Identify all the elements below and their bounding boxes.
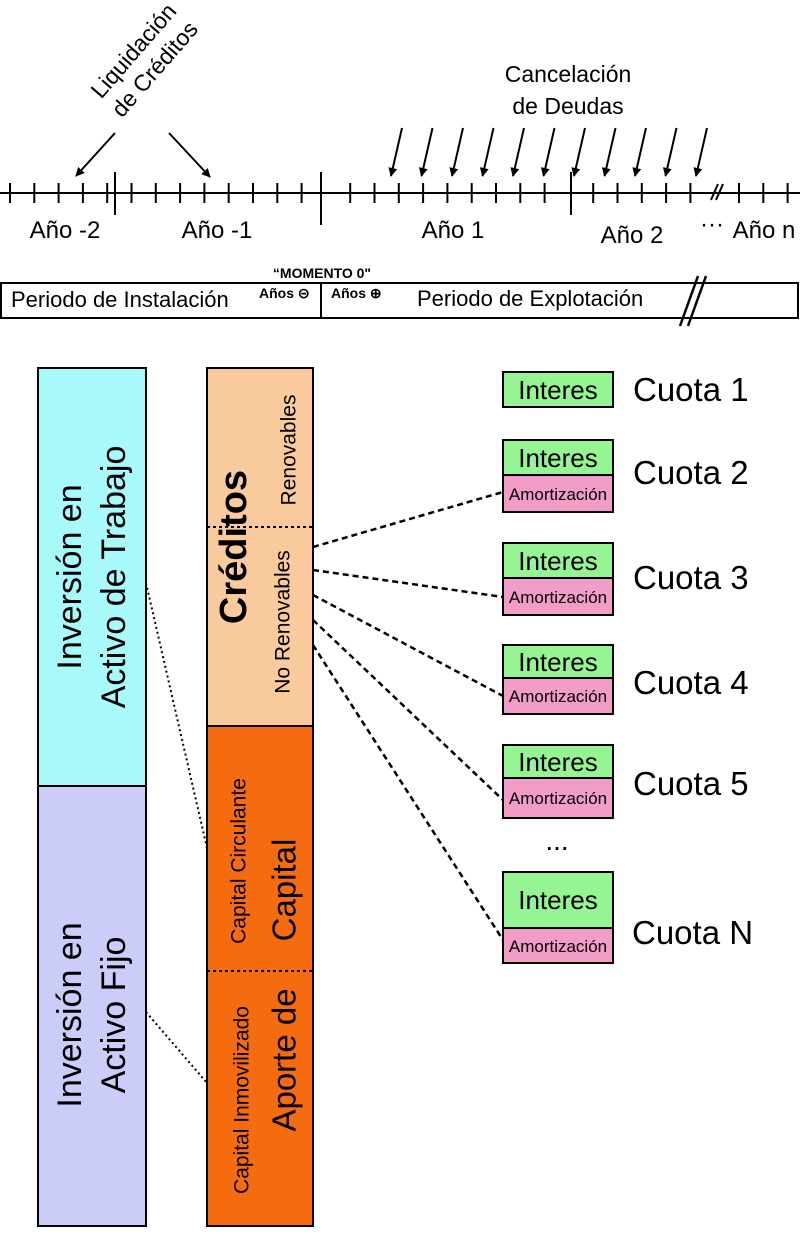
cancelacion-arrow — [693, 127, 708, 177]
cancelacion-arrow — [632, 127, 647, 177]
year-label: Año 1 — [422, 217, 485, 244]
interes-box — [502, 744, 614, 779]
cancelacion-arrow — [662, 127, 678, 177]
aporte-capital-block — [206, 725, 314, 1227]
connector-fijo — [145, 1011, 208, 1084]
year-label: Año -2 — [30, 217, 101, 244]
connector-trabajo — [145, 582, 208, 849]
arrow — [168, 132, 211, 178]
timeline: Año -2 Año -1 Año 1 Año 2 ··· Año n Liqu… — [0, 0, 800, 249]
cuota-label: Cuota 4 — [633, 664, 749, 701]
cancelacion-arrow — [510, 127, 525, 177]
cancelacion-arrow — [449, 127, 464, 177]
interes-label: Interes — [518, 443, 598, 473]
axis-break-mark — [710, 183, 719, 201]
amortizacion-box — [502, 474, 614, 513]
svg-text:Aporte de: Aporte de — [266, 988, 303, 1131]
cuota-n: Interes Amortización Cuota N — [502, 871, 753, 964]
period-break-mark — [678, 275, 700, 327]
amortizacion-label: Amortización — [509, 687, 607, 706]
creditos-block — [206, 367, 314, 727]
no-renovables-label: No Renovables — [272, 550, 295, 694]
cancelacion-arrow — [571, 127, 586, 177]
cuotas-ellipsis: ... — [545, 825, 568, 856]
timeline-ticks — [9, 183, 789, 203]
interes-box — [502, 371, 614, 408]
amortizacion-box — [502, 677, 614, 715]
interes-label: Interes — [518, 375, 598, 405]
year-label: Año n — [733, 217, 796, 244]
svg-text:Inversión en: Inversión en — [51, 922, 89, 1107]
liquidacion-label: Liquidación de Créditos — [85, 0, 203, 122]
activo-fijo-block — [37, 785, 147, 1227]
amortizacion-label: Amortización — [509, 937, 607, 956]
activo-trabajo-label: Inversión en Activo de Trabajo — [51, 446, 133, 709]
interes-label: Interes — [518, 747, 598, 777]
cancelacion-label: Cancelación — [505, 61, 632, 87]
cuota-4: Interes Amortización Cuota 4 — [502, 644, 749, 715]
cuota-5: Interes Amortización Cuota 5 — [502, 744, 749, 819]
aporte-capital-label: Aporte de Capital — [266, 839, 303, 1132]
creditos-title: Créditos — [213, 470, 255, 624]
momento-label: “MOMENTO 0" — [273, 265, 371, 281]
cancelacion-arrow — [601, 127, 617, 177]
amortizacion-box — [502, 927, 614, 964]
svg-text:Inversión en: Inversión en — [51, 484, 89, 669]
cuota-2: Interes Amortización Cuota 2 — [502, 439, 749, 513]
axis-break-mark — [715, 183, 724, 201]
periodo-instalacion: Periodo de Instalación — [11, 287, 229, 312]
arrow — [75, 132, 116, 177]
periodo-explotacion: Periodo de Explotación — [417, 286, 643, 311]
cancelacion-arrow — [418, 127, 434, 177]
cancelacion-arrow — [388, 127, 403, 177]
cuota-3: Interes Amortización Cuota 3 — [502, 542, 749, 616]
year-label: Año 2 — [601, 222, 664, 249]
interes-label: Interes — [518, 885, 598, 915]
year-label: Año -1 — [182, 217, 253, 244]
interes-box — [502, 644, 614, 679]
inversion-bar: Inversión en Activo de Trabajo Inversión… — [37, 367, 147, 1227]
svg-text:Activo Fijo: Activo Fijo — [95, 937, 133, 1094]
cancelacion-arrows — [388, 127, 708, 177]
cuota-label: Cuota 3 — [633, 559, 749, 596]
anos-plus-label: Años ⊕ — [331, 285, 382, 301]
amortizacion-label: Amortización — [509, 588, 607, 607]
cuota-label: Cuota 5 — [633, 765, 749, 802]
period-break-mark — [686, 275, 708, 327]
cuota-label: Cuota N — [632, 914, 753, 951]
amortizacion-label: Amortización — [509, 789, 607, 808]
amortizacion-box — [502, 577, 614, 616]
cuota-1: Interes Cuota 1 — [502, 371, 749, 408]
cancelacion-arrow — [479, 127, 495, 177]
ellipsis-label: ··· — [700, 211, 724, 238]
activo-trabajo-block — [37, 367, 147, 787]
cuota-label: Cuota 1 — [633, 371, 749, 408]
amortizacion-box — [502, 777, 614, 819]
period-box: Periodo de Instalación Periodo de Explot… — [0, 265, 799, 327]
cuota-connectors — [311, 490, 505, 941]
interes-label: Interes — [518, 546, 598, 576]
cancelacion-label: de Deudas — [512, 93, 623, 119]
cuota-label: Cuota 2 — [633, 454, 749, 491]
amortizacion-label: Amortización — [509, 485, 607, 504]
anos-minus-label: Años ⊝ — [259, 285, 310, 301]
renovables-label: Renovables — [278, 395, 301, 506]
capital-circulante-label: Capital Circulante — [228, 778, 251, 944]
svg-text:Activo de Trabajo: Activo de Trabajo — [95, 446, 133, 709]
financiamiento-bar: Créditos Renovables No Renovables Capita… — [206, 367, 314, 1227]
svg-text:Capital: Capital — [266, 839, 303, 942]
activo-fijo-label: Inversión en Activo Fijo — [51, 922, 133, 1107]
cancelacion-arrow — [540, 127, 556, 177]
interes-label: Interes — [518, 647, 598, 677]
capital-inmovilizado-label: Capital Inmovilizado — [231, 1006, 254, 1194]
